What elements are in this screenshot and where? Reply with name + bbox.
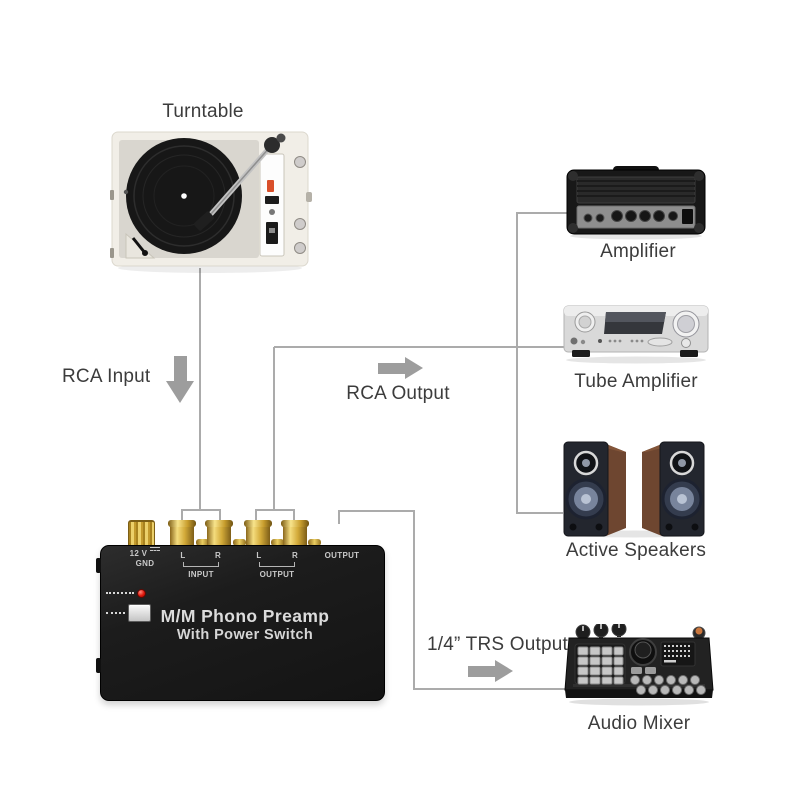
wire-stub-speakers <box>516 512 563 514</box>
active-speakers-label: Active Speakers <box>565 540 707 561</box>
tube-amplifier-image <box>563 305 709 364</box>
jack-nut <box>196 539 209 546</box>
jack-nut <box>233 539 246 546</box>
output-group-label: OUTPUT <box>259 570 295 579</box>
preamp-side-jack <box>96 558 101 573</box>
button-pointer-line <box>106 612 125 614</box>
tube-amplifier-label: Tube Amplifier <box>574 371 698 392</box>
input-left-label: L <box>180 551 186 560</box>
trs-output-arrow-icon <box>468 666 495 677</box>
dc-symbol-icon <box>150 547 161 554</box>
active-speakers-image <box>563 441 705 538</box>
amplifier-image <box>566 166 706 240</box>
preamp-side-jack <box>96 658 101 673</box>
wire-trs-vertical <box>413 510 415 690</box>
wire-input-bracket <box>181 509 221 511</box>
audio-mixer-image <box>564 624 714 706</box>
output-bracket <box>259 562 295 567</box>
rca-input-left-jack <box>168 520 196 547</box>
wire-input-drop-left <box>181 509 183 524</box>
rca-input-arrow-head-icon <box>166 381 194 403</box>
turntable-image <box>110 131 312 273</box>
wire-stub-amplifier <box>516 212 569 214</box>
input-right-label: R <box>214 551 222 560</box>
power-led <box>137 589 146 598</box>
amplifier-label: Amplifier <box>600 241 676 262</box>
rca-output-arrow-icon <box>378 363 405 374</box>
audio-mixer-label: Audio Mixer <box>587 713 691 734</box>
rca-output-right-jack <box>281 520 309 547</box>
wire-rcaout-horizontal <box>274 346 570 348</box>
led-pointer-line <box>106 592 134 594</box>
wire-trs-top <box>338 510 415 512</box>
trs-output-label: 1/4” TRS Output <box>427 634 568 655</box>
rca-output-arrow-head-icon <box>405 357 423 379</box>
wire-turntable-to-preamp <box>199 268 201 511</box>
wire-output-drop-right <box>293 509 295 524</box>
power-voltage-label: 12 V <box>122 547 168 558</box>
wire-output-bracket <box>255 509 295 511</box>
ground-label: GND <box>135 559 155 568</box>
wire-input-drop-right <box>219 509 221 524</box>
preamp-title: M/M Phono Preamp <box>160 606 330 626</box>
wire-right-bus <box>516 212 518 514</box>
preamp-subtitle: With Power Switch <box>176 627 314 643</box>
dc-power-jack <box>128 520 155 547</box>
output-right-label: R <box>291 551 299 560</box>
trs-jack-label: OUTPUT <box>324 551 360 560</box>
rca-input-right-jack <box>205 520 233 547</box>
power-button <box>128 604 151 622</box>
turntable-label: Turntable <box>162 101 244 122</box>
input-bracket <box>183 562 219 567</box>
wire-output-drop-left <box>255 509 257 524</box>
power-voltage-text: 12 V <box>129 549 148 558</box>
wire-trs-to-mixer <box>413 688 566 690</box>
rca-output-label: RCA Output <box>346 383 450 404</box>
jack-nut <box>271 539 284 546</box>
rca-input-label: RCA Input <box>62 366 151 387</box>
input-group-label: INPUT <box>188 570 214 579</box>
jack-nut <box>308 539 321 546</box>
wire-rcaout-vertical <box>273 347 275 511</box>
output-left-label: L <box>256 551 262 560</box>
rca-output-left-jack <box>244 520 272 547</box>
wire-trs-drop <box>338 510 340 524</box>
rca-input-arrow-icon <box>174 356 187 382</box>
trs-output-arrow-head-icon <box>495 660 513 682</box>
phono-preamp-box <box>100 545 385 701</box>
